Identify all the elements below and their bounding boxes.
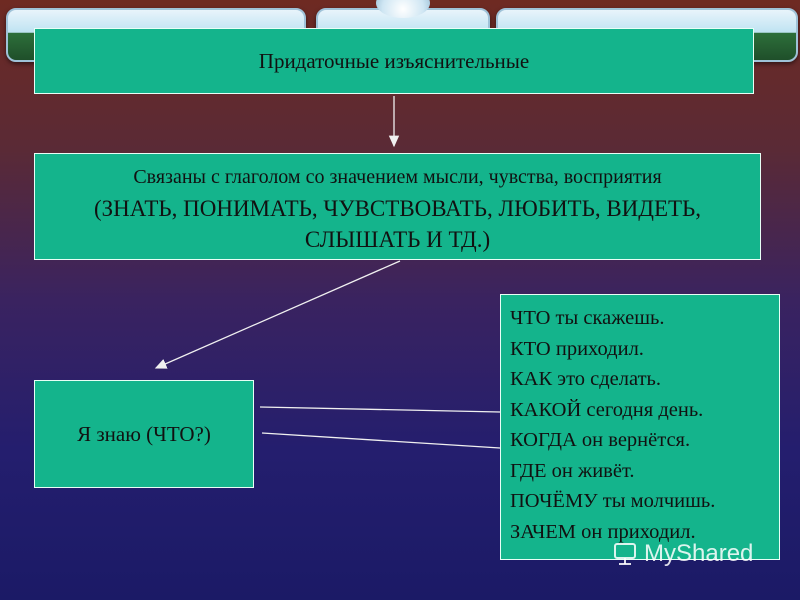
example-item: КТО приходил. [510, 337, 644, 360]
description-box: Связаны с глаголом со значением мысли, ч… [34, 153, 761, 260]
watermark-logo-icon [614, 543, 636, 565]
example-item: КОГДА он вернётся. [510, 429, 691, 451]
question-box: Я знаю (ЧТО?) [34, 380, 254, 488]
question-text: Я знаю (ЧТО?) [77, 421, 211, 446]
example-item: ЧТО ты скажешь. [510, 307, 665, 329]
arrow-description-to-question [154, 260, 401, 369]
header-orb [376, 0, 430, 18]
title-text: Придаточные изъяснительные [258, 48, 530, 73]
title-box: Придаточные изъяснительные [34, 28, 754, 94]
line-question-to-examples-2 [261, 432, 501, 449]
example-item: ГДЕ он живёт. [510, 459, 635, 482]
watermark: MyShared [612, 540, 753, 568]
example-item: ЗАЧЕМ он приходил. [510, 520, 696, 543]
example-item: ПОЧЁМУ ты молчишь. [510, 490, 716, 512]
description-line-3: СЛЫШАТЬ И ТД.) [304, 227, 491, 252]
example-item: КАКОЙ сегодня день. [510, 398, 704, 421]
description-line-1: Связаны с глаголом со значением мысли, ч… [133, 166, 662, 188]
description-line-2: (ЗНАТЬ, ПОНИМАТЬ, ЧУВСТВОВАТЬ, ЛЮБИТЬ, В… [93, 196, 702, 221]
line-question-to-examples-1 [259, 406, 501, 413]
examples-box: ЧТО ты скажешь. КТО приходил. КАК это сд… [500, 294, 780, 560]
example-item: КАК это сделать. [510, 368, 661, 390]
watermark-text: MyShared [644, 540, 754, 567]
